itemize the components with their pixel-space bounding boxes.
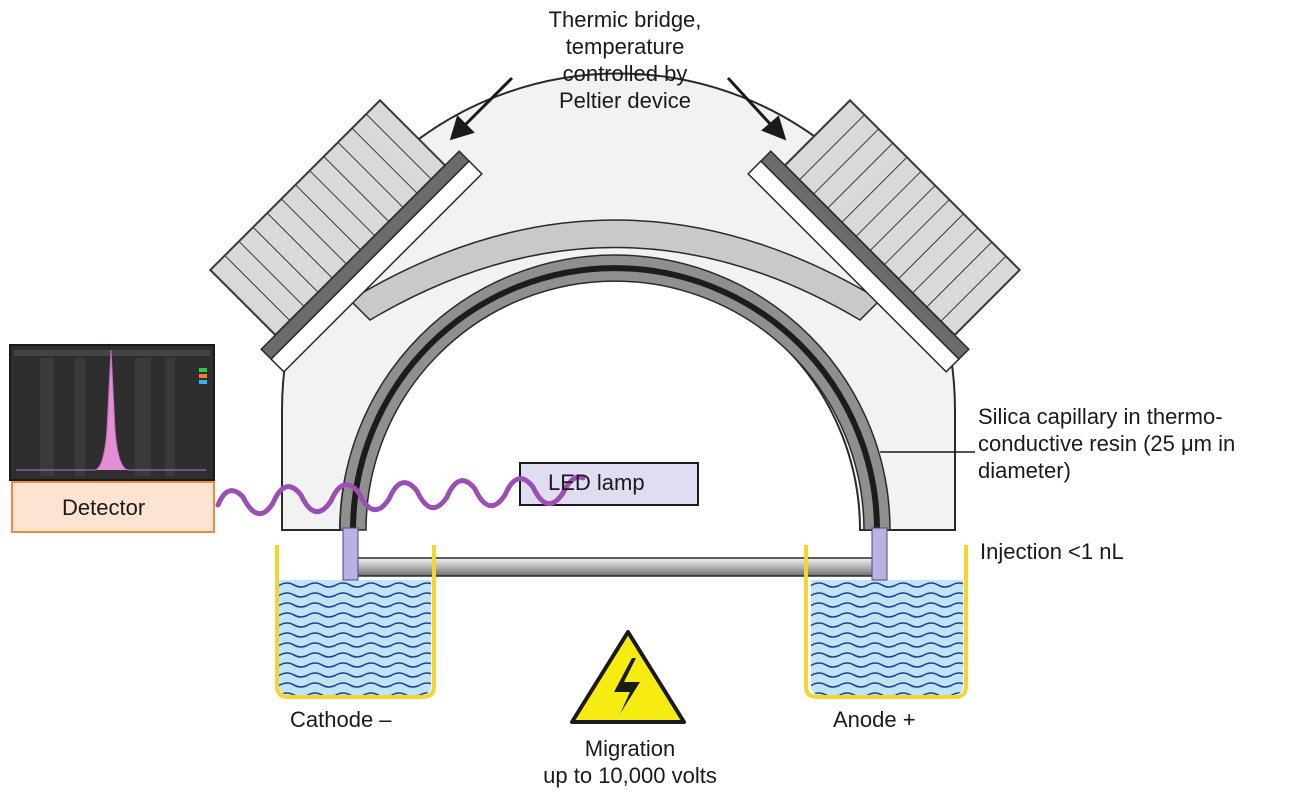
resin-band [339, 254, 891, 531]
migration-line-1: Migration [584, 736, 676, 761]
right-peltier-gap [747, 160, 960, 373]
detector-box [11, 481, 215, 533]
horizontal-capillary [349, 557, 881, 577]
high-voltage-warning-icon [570, 630, 686, 724]
detector-peak [16, 349, 206, 471]
thermic-line-4: Peltier device [558, 88, 692, 113]
right-arrow-head [761, 115, 787, 141]
cathode-buffer [279, 580, 431, 695]
left-peltier-heatsink [208, 98, 483, 373]
migration-line-2: up to 10,000 volts [543, 763, 717, 788]
anode-buffer [811, 580, 963, 695]
anode-label: Anode + [833, 707, 916, 732]
right-arrow-shaft [726, 76, 774, 128]
cathode-label: Cathode – [290, 707, 392, 732]
silica-capillary [350, 265, 880, 531]
anode-electrode [871, 527, 888, 581]
detector-monitor [9, 344, 215, 481]
thermic-line-1: Thermic bridge, [548, 7, 702, 32]
thermic-line-2: temperature [565, 34, 685, 59]
detector-label: Detector [62, 495, 146, 520]
cathode-electrode [342, 527, 359, 581]
thermic-arrows [449, 76, 787, 141]
left-arrow-head [449, 115, 475, 141]
migration-label: Migration up to 10,000 volts [510, 735, 750, 789]
led-lamp-label: LED lamp [548, 470, 645, 495]
cathode-reservoir [275, 527, 436, 699]
thermic-line-3: controlled by [562, 61, 688, 86]
light-coil [215, 474, 586, 516]
left-peltier-gap [270, 160, 483, 373]
injection-label: Injection <1 nL [980, 539, 1124, 564]
arch-top-band [348, 219, 882, 321]
led-lamp-box [519, 462, 699, 506]
anode-reservoir [804, 527, 968, 699]
left-arrow-shaft [462, 76, 514, 128]
silica-capillary-label: Silica capillary in thermo-conductive re… [978, 404, 1236, 483]
thermic-bridge-label: Thermic bridge, temperature controlled b… [480, 6, 770, 114]
cathode-vessel [275, 545, 436, 699]
right-peltier-heatsink [747, 98, 1022, 373]
anode-vessel [804, 545, 968, 699]
